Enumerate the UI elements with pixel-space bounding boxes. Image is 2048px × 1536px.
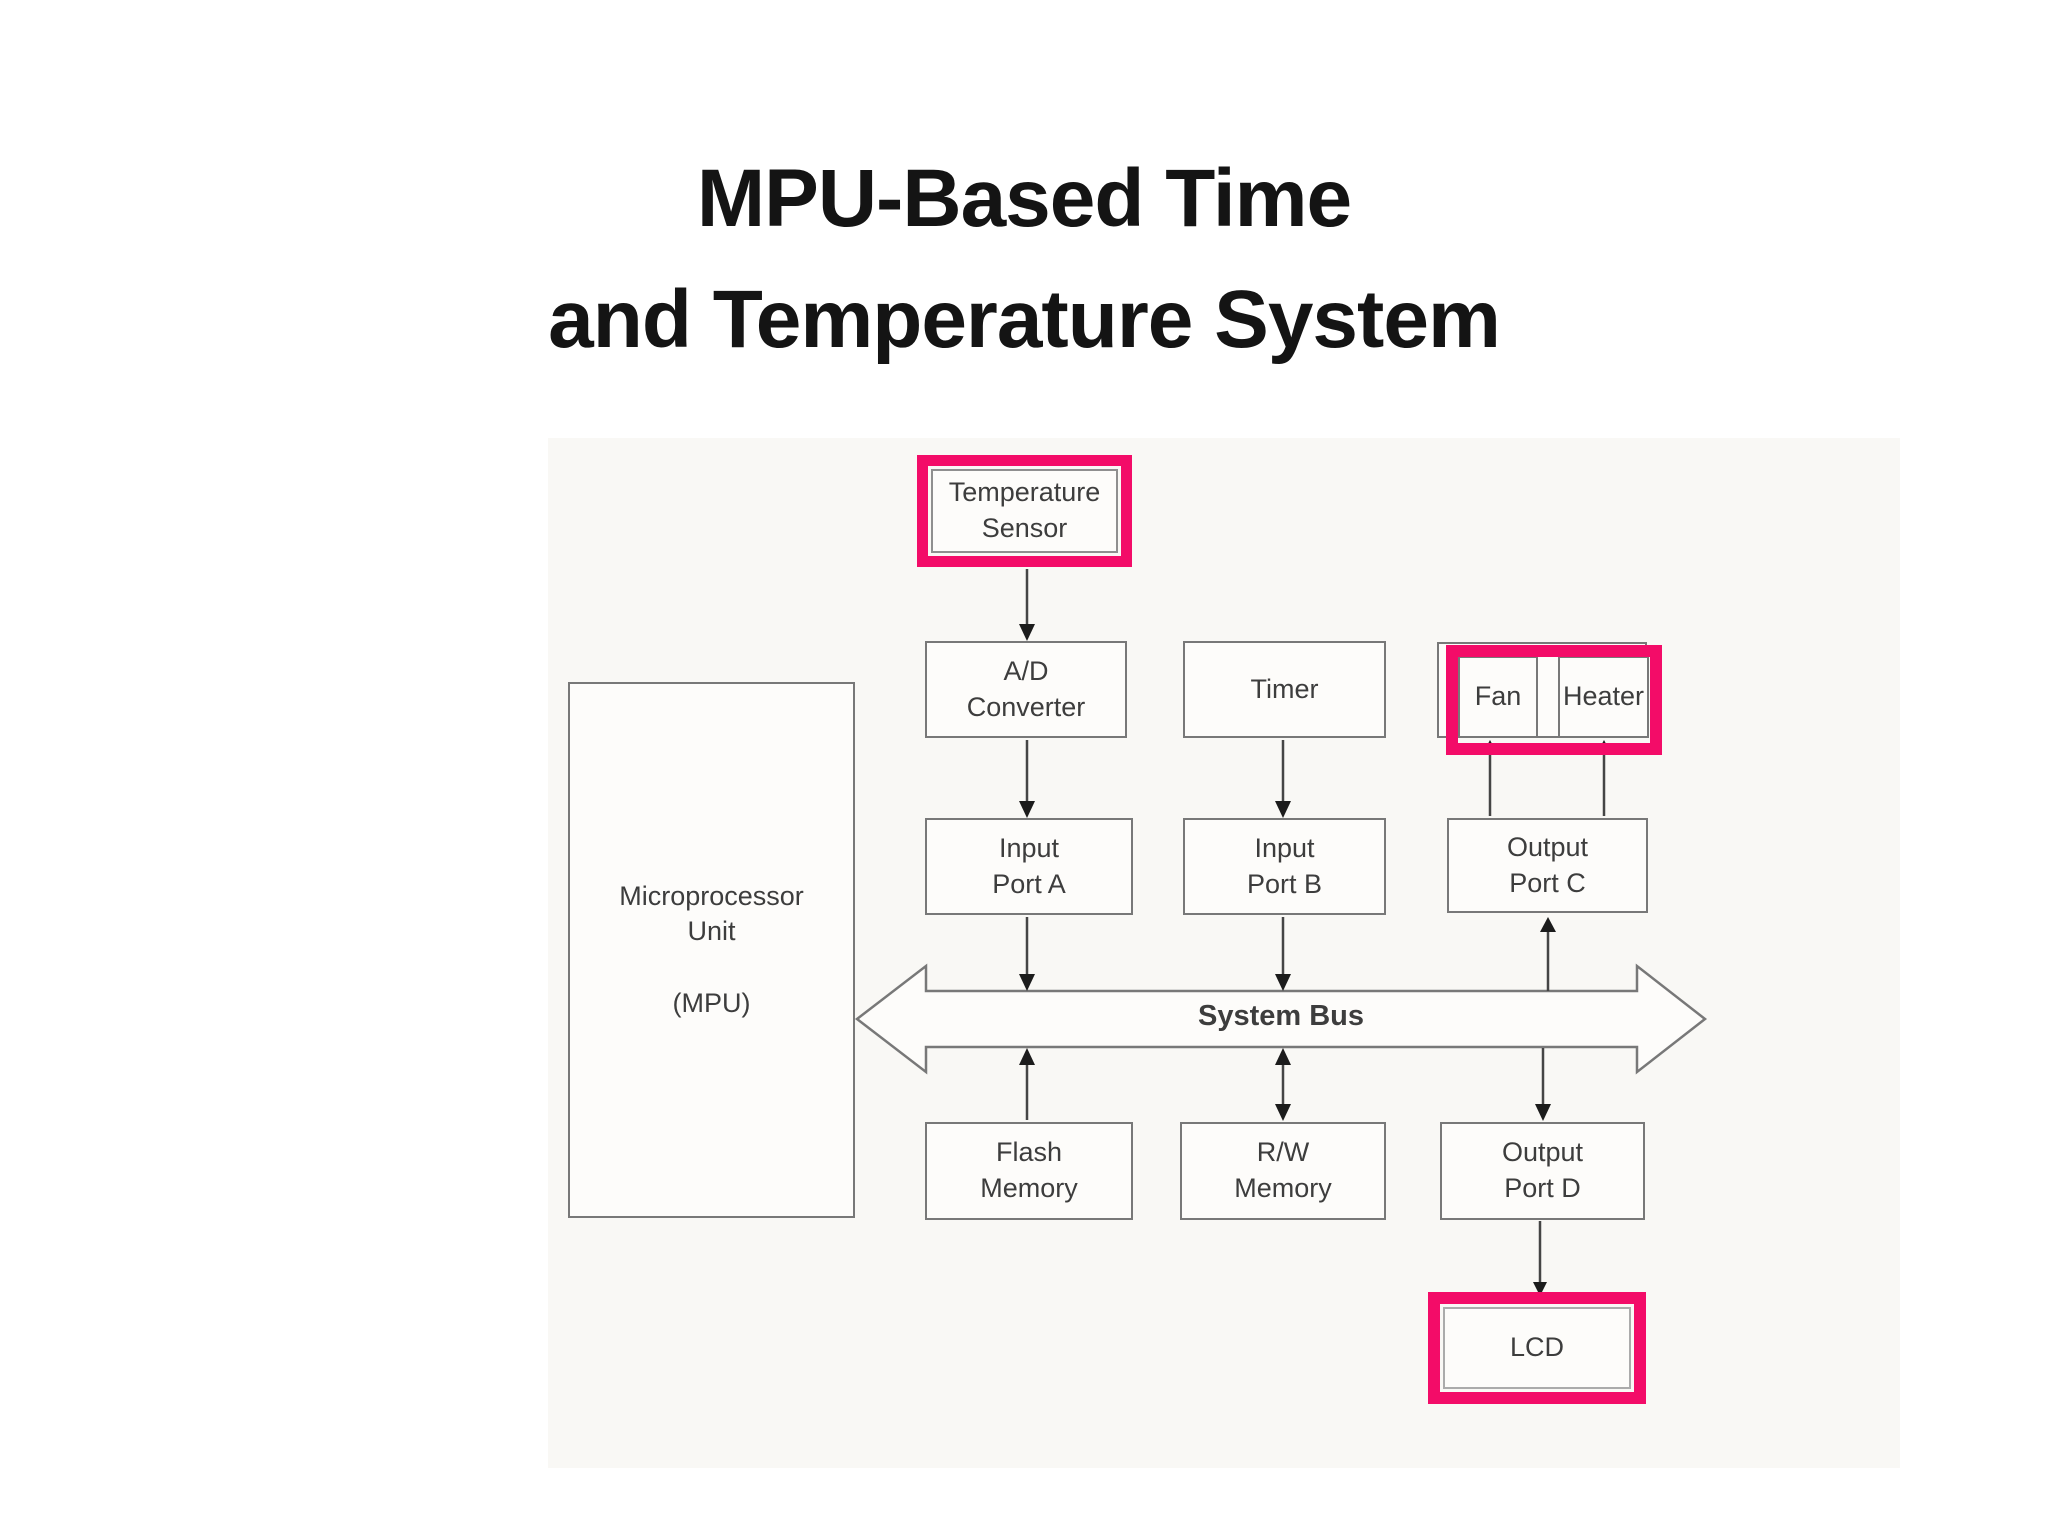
- highlight-lcd: LCD: [1428, 1292, 1646, 1404]
- highlight-temperature-sensor: Temperature Sensor: [917, 455, 1132, 567]
- box-flash-memory: Flash Memory: [925, 1122, 1133, 1220]
- arrowhead-bus-to-portc: [1540, 917, 1556, 932]
- arrowhead-porta-to-bus: [1019, 974, 1035, 991]
- arrowhead-portb-to-bus: [1275, 974, 1291, 991]
- system-bus-arrow: [854, 963, 1708, 1075]
- box-lcd: LCD: [1443, 1307, 1631, 1389]
- box-input-port-a: Input Port A: [925, 818, 1133, 915]
- box-temperature-sensor: Temperature Sensor: [931, 469, 1118, 553]
- box-heater: Heater: [1558, 656, 1649, 738]
- slide-title-line1: MPU-Based Time: [696, 153, 1352, 244]
- arrowhead-flash-to-bus: [1019, 1048, 1035, 1065]
- box-fan: Fan: [1458, 656, 1538, 738]
- arrowhead-adc-to-porta: [1019, 801, 1035, 818]
- box-timer: Timer: [1183, 641, 1386, 738]
- arrowhead-rw-to-bus-up: [1275, 1048, 1291, 1065]
- system-bus-label: System Bus: [1197, 1000, 1364, 1032]
- arrowhead-bus-to-portd: [1535, 1104, 1551, 1121]
- box-output-port-c: Output Port C: [1447, 818, 1648, 913]
- arrowhead-portd-to-lcd: [1533, 1282, 1547, 1296]
- highlight-fan-heater: [1446, 645, 1662, 755]
- slide-title-line2: and Temperature System: [548, 274, 1501, 366]
- box-microprocessor-unit: Microprocessor Unit (MPU): [568, 682, 855, 1218]
- box-rw-memory: R/W Memory: [1180, 1122, 1386, 1220]
- box-input-port-b: Input Port B: [1183, 818, 1386, 915]
- box-output-port-d: Output Port D: [1440, 1122, 1645, 1220]
- box-ad-converter: A/D Converter: [925, 641, 1127, 738]
- arrowhead-timer-to-portb: [1275, 801, 1291, 818]
- arrowhead-sensor-to-adc: [1019, 624, 1035, 641]
- slide-title: MPU-Based Time and Temperature System: [0, 138, 2048, 381]
- arrowhead-rw-to-bus-down: [1275, 1104, 1291, 1121]
